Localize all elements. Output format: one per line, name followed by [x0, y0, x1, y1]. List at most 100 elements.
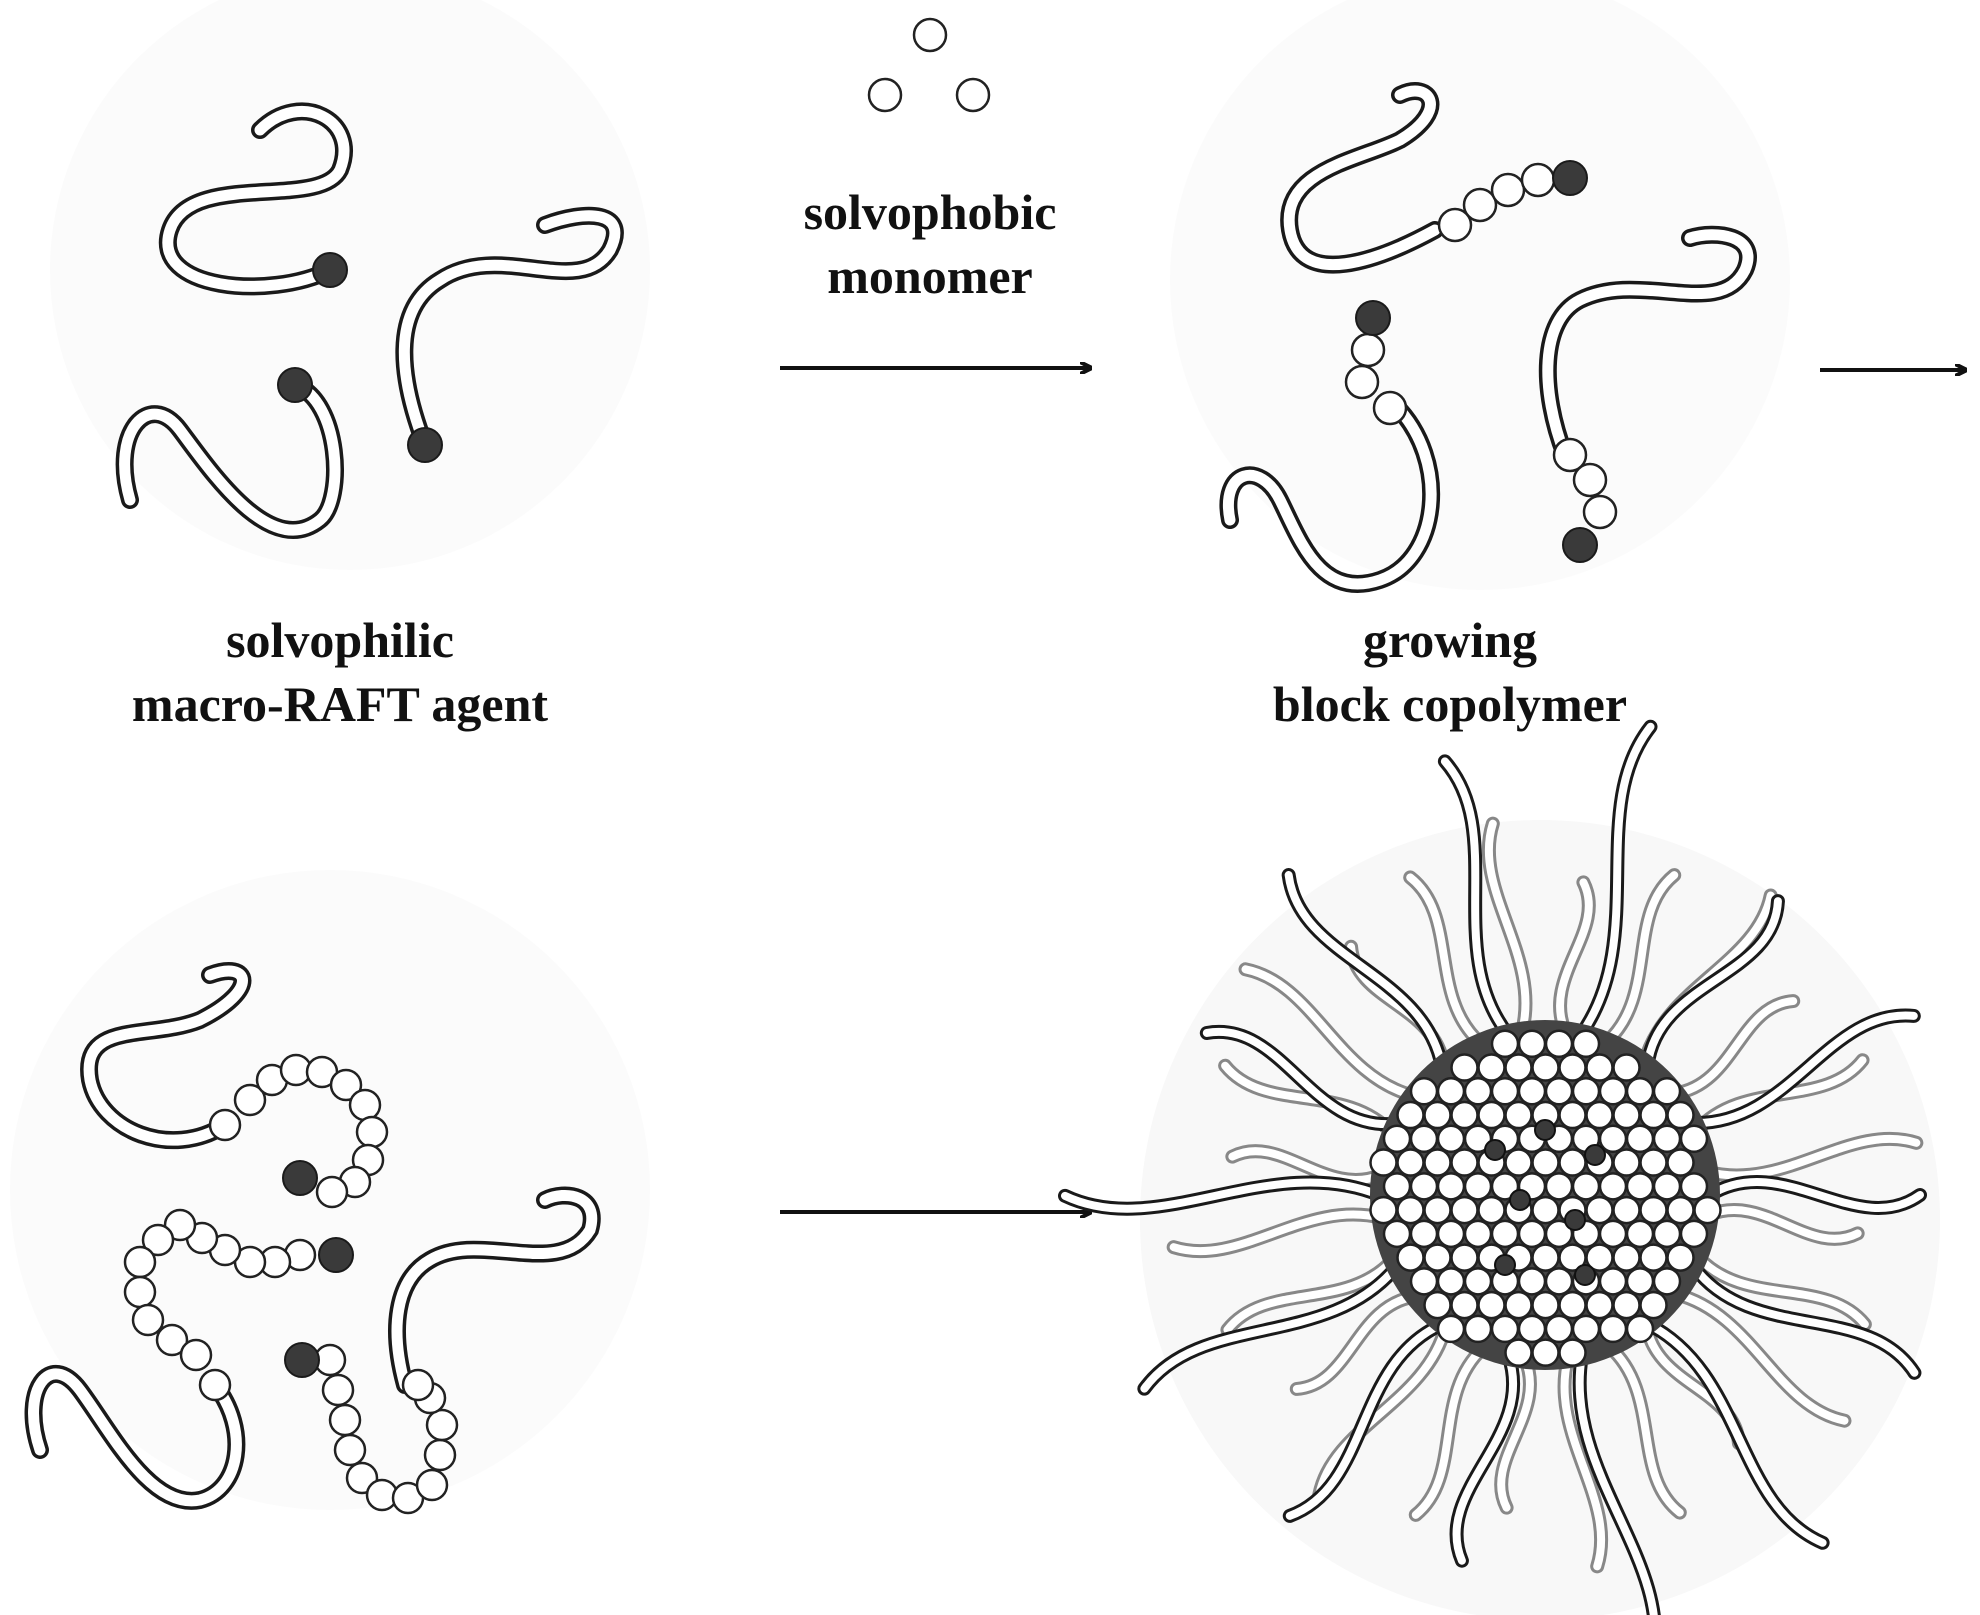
polymer-chain-icon — [1220, 1252, 1401, 1337]
monomer-bead-icon — [1369, 1195, 1398, 1225]
raft-end-group-icon — [1564, 1209, 1586, 1231]
monomer-bead-icon — [1436, 1077, 1466, 1106]
growing-label: growing block copolymer — [1200, 608, 1700, 736]
polymer-chain-icon — [24, 1365, 246, 1510]
polymer-chain-icon — [1449, 1348, 1521, 1568]
monomer-bead-icon — [1666, 1148, 1695, 1177]
monomer-bead-icon — [1517, 1219, 1547, 1249]
monomer-bead-icon — [1517, 1029, 1547, 1059]
monomer-bead-icon — [1666, 1243, 1695, 1272]
monomer-bead-icon — [1396, 1243, 1425, 1272]
monomer-bead-icon — [179, 1338, 213, 1372]
monomer-bead-icon — [123, 1245, 157, 1279]
polymer-chain-icon — [1199, 1024, 1404, 1132]
polymer-chain-icon — [1219, 396, 1441, 593]
monomer-bead-icon — [1585, 1053, 1614, 1082]
monomer-bead-icon — [1490, 172, 1526, 208]
monomer-bead-icon — [1639, 1148, 1668, 1177]
monomer-bead-icon — [1652, 1124, 1682, 1154]
monomer-bead-icon — [1409, 1267, 1439, 1296]
monomer-bead-icon — [1344, 364, 1380, 400]
monomer-bead-icon — [1666, 1195, 1695, 1225]
monomer-bead-icon — [1463, 1314, 1493, 1344]
monomer-bead-icon — [1582, 494, 1618, 530]
growing-label-line1: growing — [1362, 612, 1538, 668]
monomer-bead-icon — [1490, 1314, 1520, 1344]
polymer-chain-icon — [1481, 816, 1533, 1039]
raft-end-group-icon — [284, 1342, 320, 1378]
monomer-bead-icon — [1598, 1267, 1628, 1296]
polymer-chain-icon — [1166, 1207, 1389, 1259]
monomer-bead-icon — [1517, 1314, 1547, 1344]
polymer-chain-icon — [1281, 868, 1449, 1074]
monomer-bead-icon — [1544, 1314, 1574, 1344]
monomer-bead-icon — [1531, 1053, 1560, 1082]
monomer-bead-icon — [1571, 1314, 1601, 1344]
monomer-bead-icon — [1531, 1195, 1560, 1225]
monomer-bead-icon — [1571, 1029, 1601, 1059]
monomer-bead-icon — [1652, 1077, 1682, 1106]
monomer-bead-icon — [1625, 1124, 1655, 1154]
monomer-bead-icon — [1477, 1100, 1506, 1130]
polymer-chain-icon — [158, 102, 353, 296]
monomer-bead-icon — [1612, 1243, 1641, 1272]
monomer-bead-icon — [1679, 1124, 1709, 1154]
monomer-bead-icon — [1625, 1077, 1655, 1106]
monomer-group — [867, 17, 991, 113]
polymer-chain-icon — [1640, 1316, 1830, 1550]
monomer-bead-icon — [1558, 1290, 1587, 1320]
polymer-chain-icon — [1686, 1008, 1921, 1130]
monomer-bead-icon — [1598, 1219, 1628, 1249]
polymer-chain-icon — [1280, 82, 1444, 274]
monomer-bead-icon — [1369, 1148, 1398, 1177]
monomer-bead-icon — [315, 1175, 349, 1209]
monomer-bead-icon — [1585, 1290, 1614, 1320]
raft-end-group-icon — [1584, 1144, 1606, 1166]
polymer-chain-icon — [1690, 1249, 1872, 1332]
polymer-chain-icon — [1557, 1351, 1609, 1574]
polymer-chain-icon — [1701, 1203, 1865, 1246]
monomer-bead-icon — [1598, 1124, 1628, 1154]
raft-end-group-icon — [1494, 1254, 1516, 1276]
polymer-chain-icon — [1572, 1348, 1661, 1615]
monomer-bead-icon — [1612, 1053, 1641, 1082]
monomer-bead-icon — [1572, 462, 1608, 498]
long-chain-panel — [24, 962, 601, 1515]
monomer-bead-icon — [1693, 1195, 1722, 1225]
monomer-bead-icon — [1372, 390, 1408, 426]
monomer-bead-icon — [1477, 1290, 1506, 1320]
monomer-bead-icon — [1396, 1148, 1425, 1177]
monomer-bead-icon — [1571, 1172, 1601, 1201]
monomer-bead-icon — [1450, 1100, 1479, 1130]
polymer-chain-icon — [1669, 1287, 1852, 1428]
monomer-bead-icon — [1350, 332, 1386, 368]
polymer-chain-icon — [1640, 894, 1785, 1073]
monomer-bead-icon — [208, 1108, 242, 1142]
monomer-bead-icon — [1598, 1172, 1628, 1201]
monomer-bead-icon — [1504, 1100, 1533, 1130]
monomer-bead-icon — [1612, 1100, 1641, 1130]
monomer-bead-icon — [1571, 1077, 1601, 1106]
monomer-bead-icon — [1504, 1290, 1533, 1320]
polymer-chain-icon — [1553, 875, 1596, 1039]
polymer-chain-icon — [1494, 1351, 1537, 1515]
growing-label-line2: block copolymer — [1272, 676, 1628, 732]
monomer-bead-icon — [1544, 1172, 1574, 1201]
polymer-chain-icon — [1574, 719, 1658, 1042]
raft-end-group-icon — [1484, 1139, 1506, 1161]
monomer-bead-icon — [1639, 1195, 1668, 1225]
polymer-chain-icon — [1437, 754, 1515, 1042]
polymer-chain-icon — [1701, 1131, 1924, 1183]
monomer-bead-icon — [423, 1438, 457, 1472]
monomer-bead-icon — [1639, 1100, 1668, 1130]
raft-end-group-icon — [277, 367, 313, 403]
monomer-bead-icon — [1625, 1267, 1655, 1296]
monomer-bead-icon — [1585, 1195, 1614, 1225]
monomer-bead-icon — [1531, 1148, 1560, 1177]
monomer-bead-icon — [348, 1088, 382, 1122]
monomer-bead-icon — [1436, 1172, 1466, 1201]
monomer-label-line1: solvophobic — [803, 184, 1057, 240]
macro-raft-label: solvophilic macro-RAFT agent — [70, 608, 610, 736]
monomer-bead-icon — [1679, 1219, 1709, 1249]
micelle-icon — [1058, 719, 1927, 1615]
